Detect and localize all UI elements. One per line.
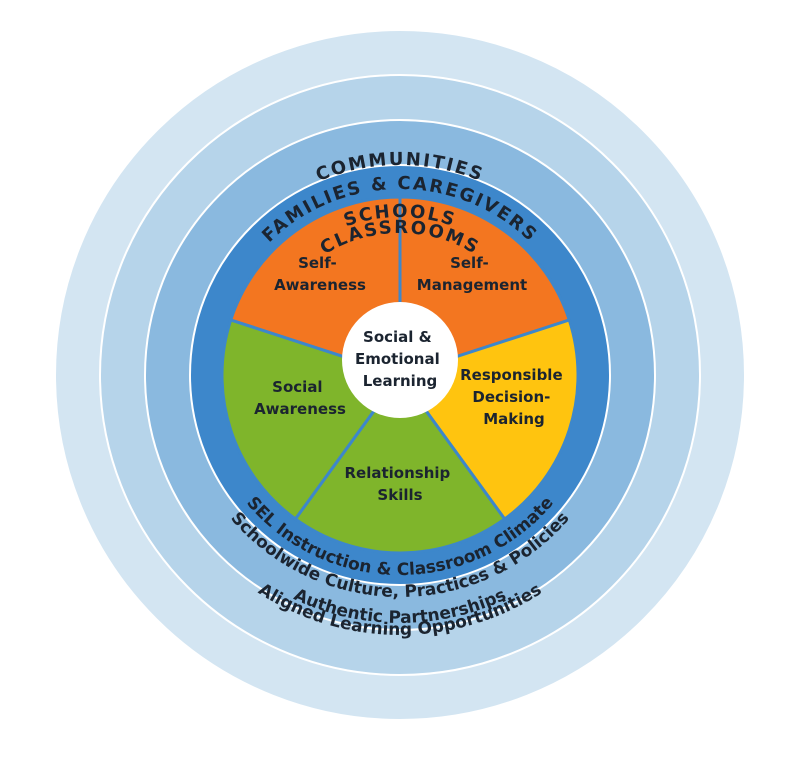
segment-self-awareness-line-2: Awareness xyxy=(274,276,366,294)
svg-text:Social & Emotional Lea: Social & Emotional Learning xyxy=(355,328,445,390)
segment-decision-making-line-1: Responsible xyxy=(460,366,563,384)
svg-text:Responsible Decision-: Responsible Decision- Making xyxy=(460,366,568,428)
svg-text:Self- Management: Self- Management xyxy=(417,254,527,294)
center-line-1: Social & xyxy=(363,328,432,346)
segment-relationship-skills xyxy=(293,372,507,555)
svg-text:Social Awareness: Social Awareness xyxy=(254,378,346,418)
svg-text:Self- Awareness: Self- Awareness xyxy=(274,254,366,294)
segment-decision-making-line-2: Decision- xyxy=(472,388,550,406)
center-circle xyxy=(342,302,458,418)
segment-decision-making-line-3: Making xyxy=(483,410,545,428)
center-line-3: Learning xyxy=(363,372,438,390)
center-line-2: Emotional xyxy=(355,350,440,368)
segment-social-awareness-line-2: Awareness xyxy=(254,400,346,418)
segment-relationship-skills-line-2: Skills xyxy=(377,486,422,504)
segment-self-management-line-2: Management xyxy=(417,276,527,294)
segment-self-awareness-line-1: Self- xyxy=(298,254,337,272)
segment-social-awareness-line-1: Social xyxy=(272,378,322,396)
svg-text:Relationship Skills: Relationship Skills xyxy=(344,464,455,504)
segment-self-management-line-1: Self- xyxy=(450,254,489,272)
segment-relationship-skills-line-1: Relationship xyxy=(344,464,450,482)
